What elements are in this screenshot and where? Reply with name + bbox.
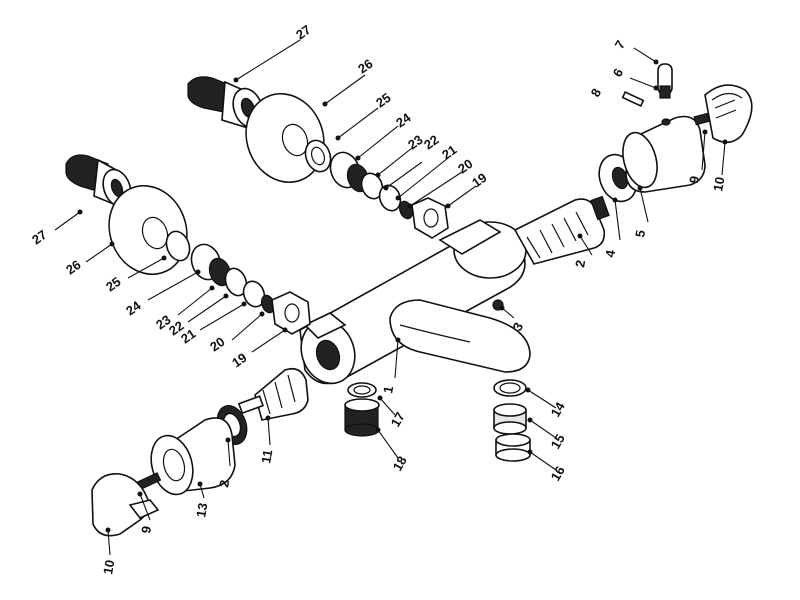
lower-handle-body: [132, 417, 236, 496]
callout-20-upper: 20: [455, 156, 475, 177]
callout-25-lower: 25: [103, 274, 123, 295]
lower-lever: [91, 473, 160, 537]
callout-13: 13: [193, 502, 210, 519]
leader-lines: [54, 39, 726, 556]
callout-27-upper: 27: [293, 22, 313, 43]
callout-2-left: 2: [216, 479, 232, 489]
callout-27-lower: 27: [29, 227, 49, 248]
callout-14: 14: [548, 399, 569, 420]
callout-24-lower: 24: [123, 297, 144, 318]
callout-17: 17: [388, 409, 408, 429]
callout-9-left: 9: [138, 525, 154, 535]
callout-26-lower: 26: [63, 257, 83, 278]
upper-fittings: [329, 151, 449, 239]
callout-22-upper: 22: [421, 132, 441, 153]
callout-8: 8: [588, 86, 605, 100]
callout-22-lower: 22: [166, 318, 186, 339]
callout-23-upper: 23: [405, 132, 425, 153]
callout-21-upper: 21: [439, 142, 459, 163]
callout-18: 18: [390, 453, 410, 473]
right-cartridge: [513, 195, 610, 265]
callout-7: 7: [612, 38, 629, 52]
callout-9-right: 9: [686, 175, 702, 185]
right-handle: [621, 63, 753, 193]
callout-20-lower: 20: [207, 334, 227, 355]
upper-flange: [245, 92, 332, 184]
aerator-parts: [493, 379, 531, 462]
callout-26-upper: 26: [355, 56, 375, 77]
callout-19-upper: 19: [469, 170, 489, 191]
callout-15: 15: [548, 431, 568, 451]
callout-16: 16: [548, 463, 568, 483]
callout-19-lower: 19: [229, 350, 249, 371]
mixer-body: [299, 219, 531, 385]
left-fittings: [190, 243, 311, 335]
left-flange: [108, 184, 191, 276]
callout-4: 4: [602, 248, 618, 258]
callout-labels: 27 26 25 24 23 22 21 20 19 27 26 25 24 2…: [29, 22, 727, 576]
diverter-parts: [344, 382, 380, 437]
callout-10-right: 10: [710, 176, 727, 193]
callout-23-lower: 23: [153, 312, 173, 333]
arrow-heads: [77, 59, 728, 533]
callout-11: 11: [258, 448, 275, 464]
callout-2-right: 2: [572, 259, 588, 269]
callout-10-left: 10: [100, 559, 117, 576]
callout-6: 6: [610, 66, 627, 80]
callout-21-lower: 21: [178, 326, 198, 347]
callout-25-upper: 25: [373, 90, 393, 111]
callout-5: 5: [632, 229, 648, 239]
callout-1: 1: [380, 385, 396, 395]
